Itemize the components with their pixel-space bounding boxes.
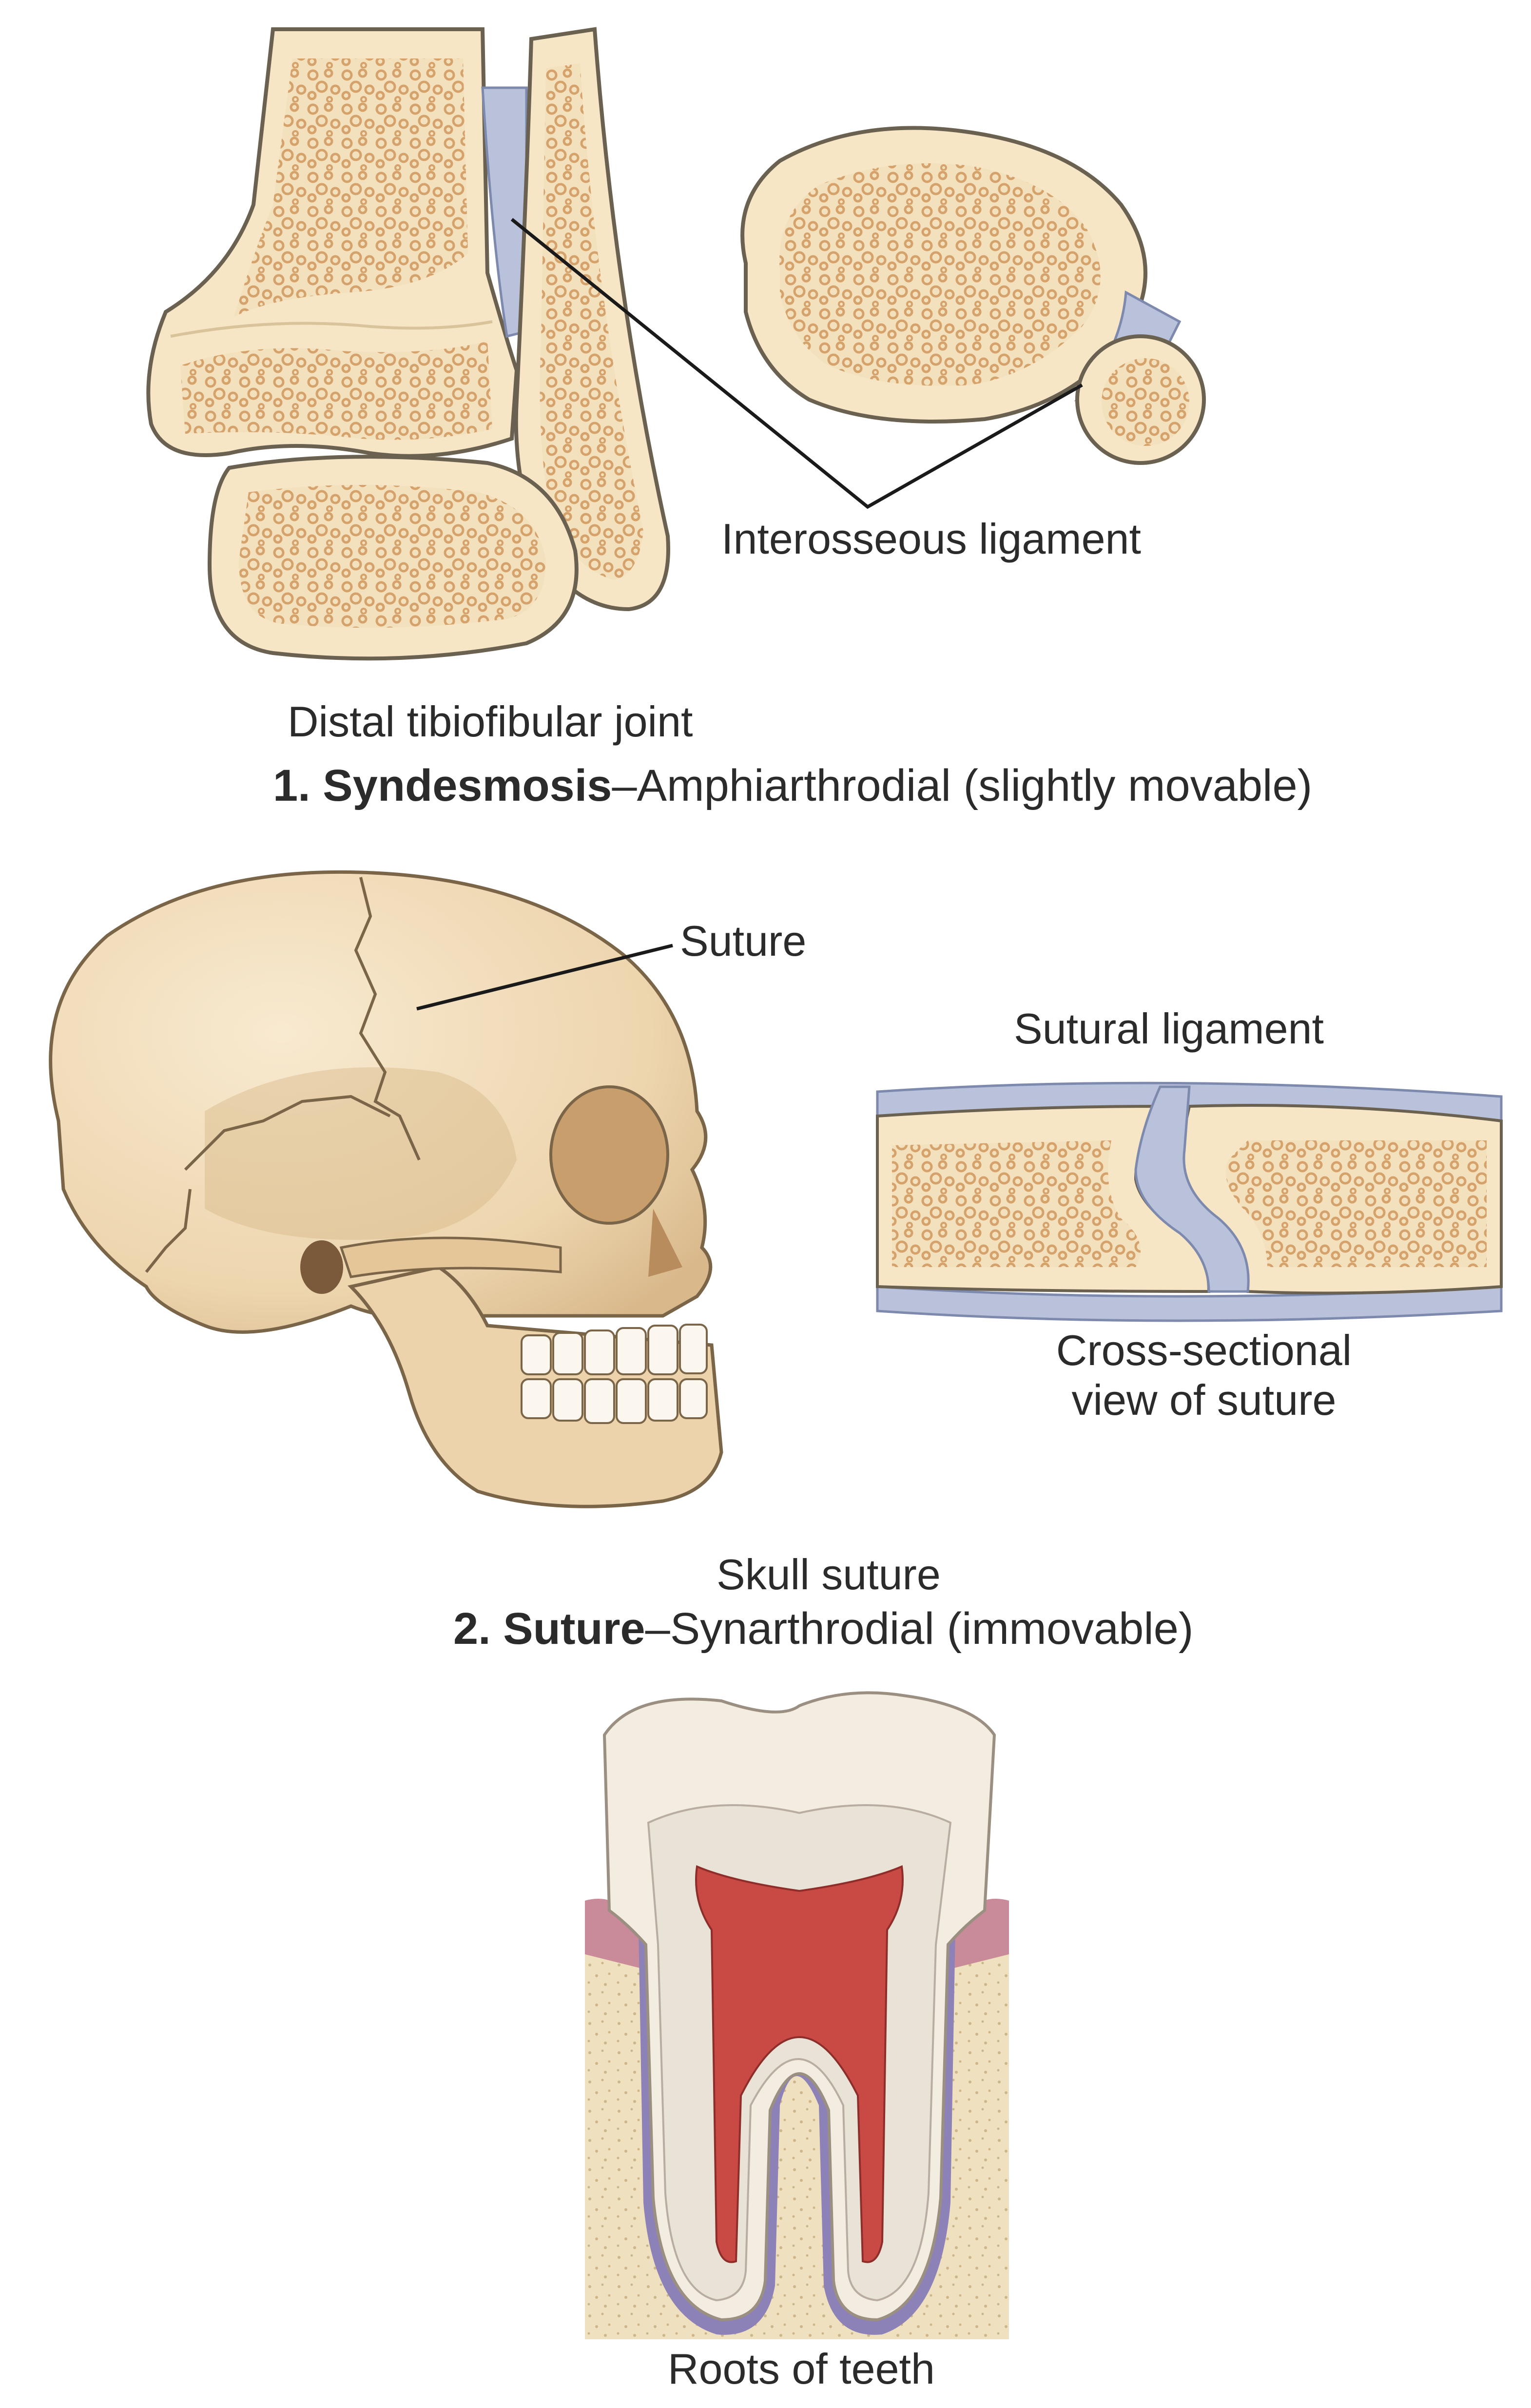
roots-of-teeth-caption: Roots of teeth — [668, 2345, 935, 2393]
interosseous-ligament-label: Interosseous ligament — [721, 515, 1141, 563]
skull-orbit — [549, 1085, 669, 1225]
skull-suture-caption: Skull suture — [717, 1550, 941, 1599]
syndesmosis-description: –Amphiarthrodial (slightly movable) — [612, 761, 1313, 810]
interosseous-ligament-band — [481, 86, 528, 338]
syndesmosis-title: 1. Syndesmosis–Amphiarthrodial (slightly… — [273, 760, 1312, 811]
suture-title: 2. Suture–Synarthrodial (immovable) — [453, 1603, 1194, 1655]
suture-label: Suture — [680, 917, 807, 965]
interosseous-leader-line — [510, 218, 1083, 509]
inner-periosteum — [876, 1285, 1503, 1322]
syndesmosis-term: Syndesmosis — [323, 761, 612, 810]
cross-section-caption-line1: Cross-sectional — [1056, 1326, 1352, 1374]
sutural-ligament — [1134, 1085, 1250, 1293]
sutural-ligament-label: Sutural ligament — [1014, 1004, 1324, 1053]
skull-teeth — [521, 1324, 708, 1424]
suture-number: 2. — [453, 1604, 491, 1654]
syndesmosis-number: 1. — [273, 761, 310, 810]
suture-description: –Synarthrodial (immovable) — [645, 1604, 1194, 1654]
tooth-illustration — [585, 1691, 1009, 2339]
suture-leader-line — [416, 944, 673, 1011]
skull-illustration — [49, 870, 723, 1508]
tibiofibular-joint-illustration — [146, 27, 1206, 661]
squamous-suture — [184, 1095, 391, 1171]
suture-cross-section — [876, 1081, 1503, 1322]
cross-section-caption-line2: view of suture — [1071, 1376, 1337, 1424]
skull-cranium — [49, 870, 713, 1334]
coronal-suture — [354, 877, 421, 1161]
cross-section-caption: Cross-sectional view of suture — [1009, 1326, 1399, 1425]
suture-term: Suture — [503, 1604, 645, 1654]
tooth-pulp — [695, 1865, 904, 2263]
tibiofibular-caption: Distal tibiofibular joint — [288, 697, 693, 746]
